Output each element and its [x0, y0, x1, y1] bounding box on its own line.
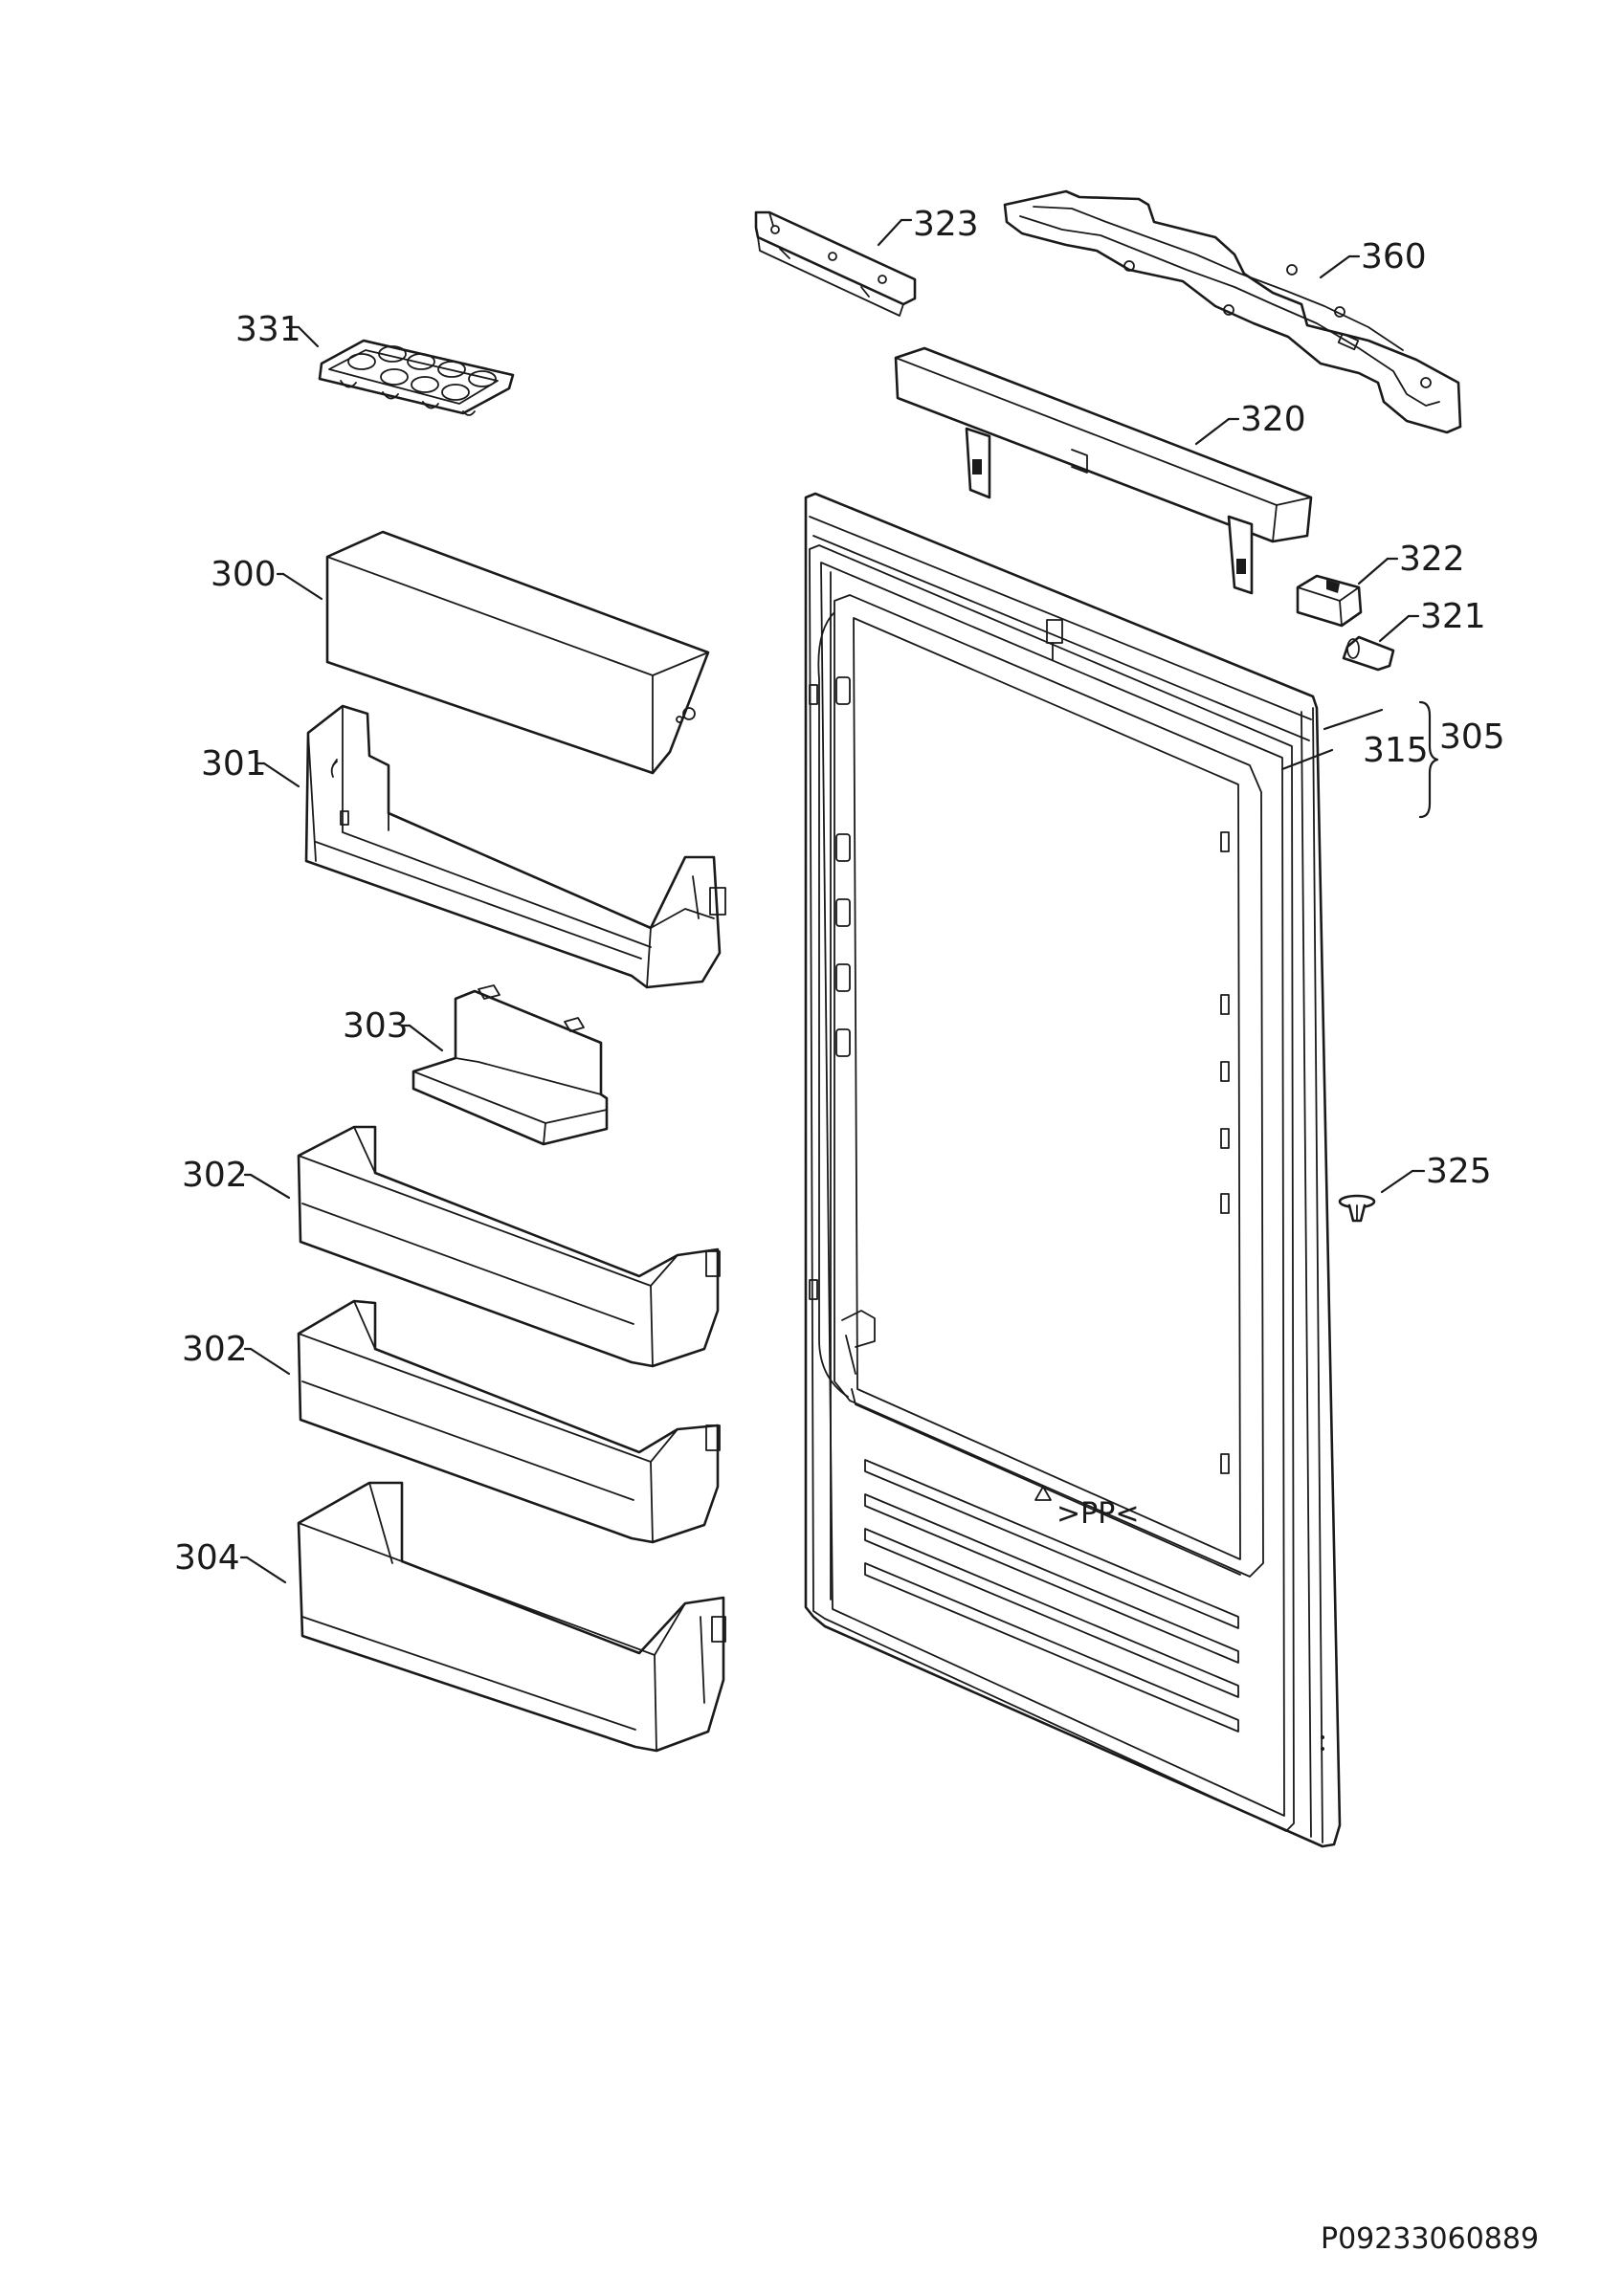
label-302-upper: 302 [182, 1156, 248, 1195]
label-331: 331 [235, 310, 301, 349]
part-315-door-gasket [809, 544, 1295, 1832]
label-321: 321 [1420, 597, 1486, 636]
recycle-mark-text: >PP< [1056, 1497, 1139, 1531]
drawing-code: P09233060889 [1321, 2222, 1539, 2256]
label-315: 315 [1363, 731, 1429, 770]
label-301: 301 [201, 744, 267, 784]
label-323: 323 [913, 205, 979, 244]
part-302-bottle-shelf-upper [297, 1125, 721, 1368]
part-305-door-assembly: >PP< [804, 492, 1342, 1848]
part-360-top-hinge-plate [1003, 189, 1462, 434]
label-303: 303 [343, 1006, 409, 1046]
part-331-egg-tray [318, 339, 515, 416]
part-300-dairy-lid [325, 530, 710, 775]
part-325-plug [1338, 1194, 1376, 1223]
label-305: 305 [1439, 718, 1505, 757]
label-320: 320 [1240, 400, 1306, 439]
label-360: 360 [1361, 237, 1427, 276]
part-302-bottle-shelf-lower [297, 1299, 721, 1544]
label-302-lower: 302 [182, 1330, 248, 1369]
label-304: 304 [174, 1538, 240, 1578]
part-303-small-shelf [411, 984, 609, 1146]
label-322: 322 [1399, 540, 1465, 579]
part-322-hinge-cover [1296, 574, 1363, 628]
part-323-hinge-bracket [754, 210, 917, 317]
part-320-frame-cover [894, 346, 1313, 595]
part-labels: 323 360 331 320 322 300 321 305 315 301 … [174, 205, 1539, 2256]
part-321-hinge-pin [1342, 635, 1395, 672]
label-300: 300 [211, 555, 277, 594]
part-301-dairy-compartment [304, 704, 726, 989]
label-325: 325 [1426, 1152, 1492, 1191]
leader-lines [239, 218, 1439, 1584]
part-304-bottle-shelf-bottom [297, 1481, 726, 1753]
